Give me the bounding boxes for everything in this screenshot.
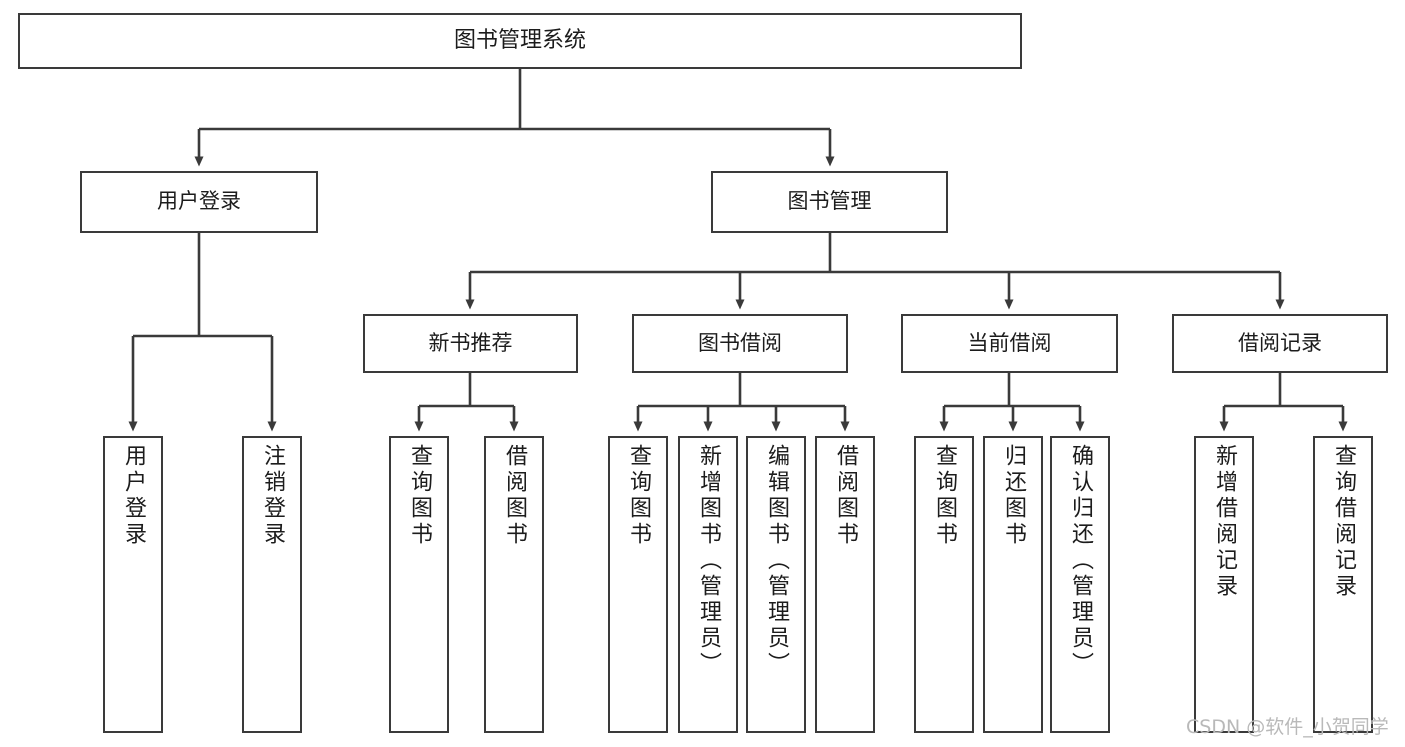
node-root-system[interactable]: 图书管理系统 [18,13,1022,69]
leaf-add-book-admin[interactable]: 新增图书（管理员） [678,436,738,733]
edges-new-book-to-leaves [414,373,519,432]
node-label: 注销登录 [260,444,285,548]
edges-current-borrow-to-leaves [939,373,1085,432]
node-label: 新增图书（管理员） [696,444,721,678]
node-book-borrow[interactable]: 图书借阅 [632,314,848,373]
node-label: 用户登录 [157,189,241,214]
leaf-confirm-return-admin[interactable]: 确认归还（管理员） [1050,436,1110,733]
node-label: 新书推荐 [428,330,513,355]
leaf-return-book[interactable]: 归还图书 [983,436,1043,733]
leaf-query-book-current[interactable]: 查询图书 [914,436,974,733]
node-label: 查询借阅记录 [1331,444,1356,600]
node-label: 查询图书 [407,444,432,548]
node-label: 查询图书 [626,444,651,548]
node-label: 新增借阅记录 [1212,444,1237,600]
leaf-edit-book-admin[interactable]: 编辑图书（管理员） [746,436,806,733]
leaf-borrow-book[interactable]: 借阅图书 [815,436,875,733]
csdn-watermark: CSDN @软件_小贺同学 [1186,716,1389,738]
node-label: 用户登录 [121,444,146,548]
edges-book-borrow-to-leaves [633,373,850,432]
node-new-book-recommend[interactable]: 新书推荐 [363,314,578,373]
node-current-borrow[interactable]: 当前借阅 [901,314,1118,373]
node-label: 图书借阅 [698,330,782,355]
node-borrow-record[interactable]: 借阅记录 [1172,314,1388,373]
leaf-borrow-book-recommend[interactable]: 借阅图书 [484,436,544,733]
leaf-add-borrow-record[interactable]: 新增借阅记录 [1194,436,1254,733]
leaf-query-book-recommend[interactable]: 查询图书 [389,436,449,733]
node-label: 当前借阅 [967,330,1052,355]
node-user-login[interactable]: 用户登录 [80,171,318,233]
node-book-management[interactable]: 图书管理 [711,171,948,233]
node-label: 图书管理 [787,189,872,214]
node-label: 编辑图书（管理员） [764,444,789,678]
leaf-user-login[interactable]: 用户登录 [103,436,163,733]
node-label: 借阅记录 [1238,330,1322,355]
node-label: 归还图书 [1001,444,1026,548]
edges-user-login-to-leaves [128,233,277,432]
edges-book-mgmt-to-level3 [465,233,1285,310]
node-label: 图书管理系统 [453,27,586,53]
leaf-query-borrow-record[interactable]: 查询借阅记录 [1313,436,1373,733]
edges-borrow-record-to-leaves [1219,373,1348,432]
node-label: 确认归还（管理员） [1068,444,1093,678]
node-label: 查询图书 [932,444,957,548]
edges-root-to-level2 [194,69,835,167]
node-label: 借阅图书 [833,444,858,548]
leaf-logout[interactable]: 注销登录 [242,436,302,733]
node-label: 借阅图书 [502,444,527,548]
leaf-query-book-borrow[interactable]: 查询图书 [608,436,668,733]
